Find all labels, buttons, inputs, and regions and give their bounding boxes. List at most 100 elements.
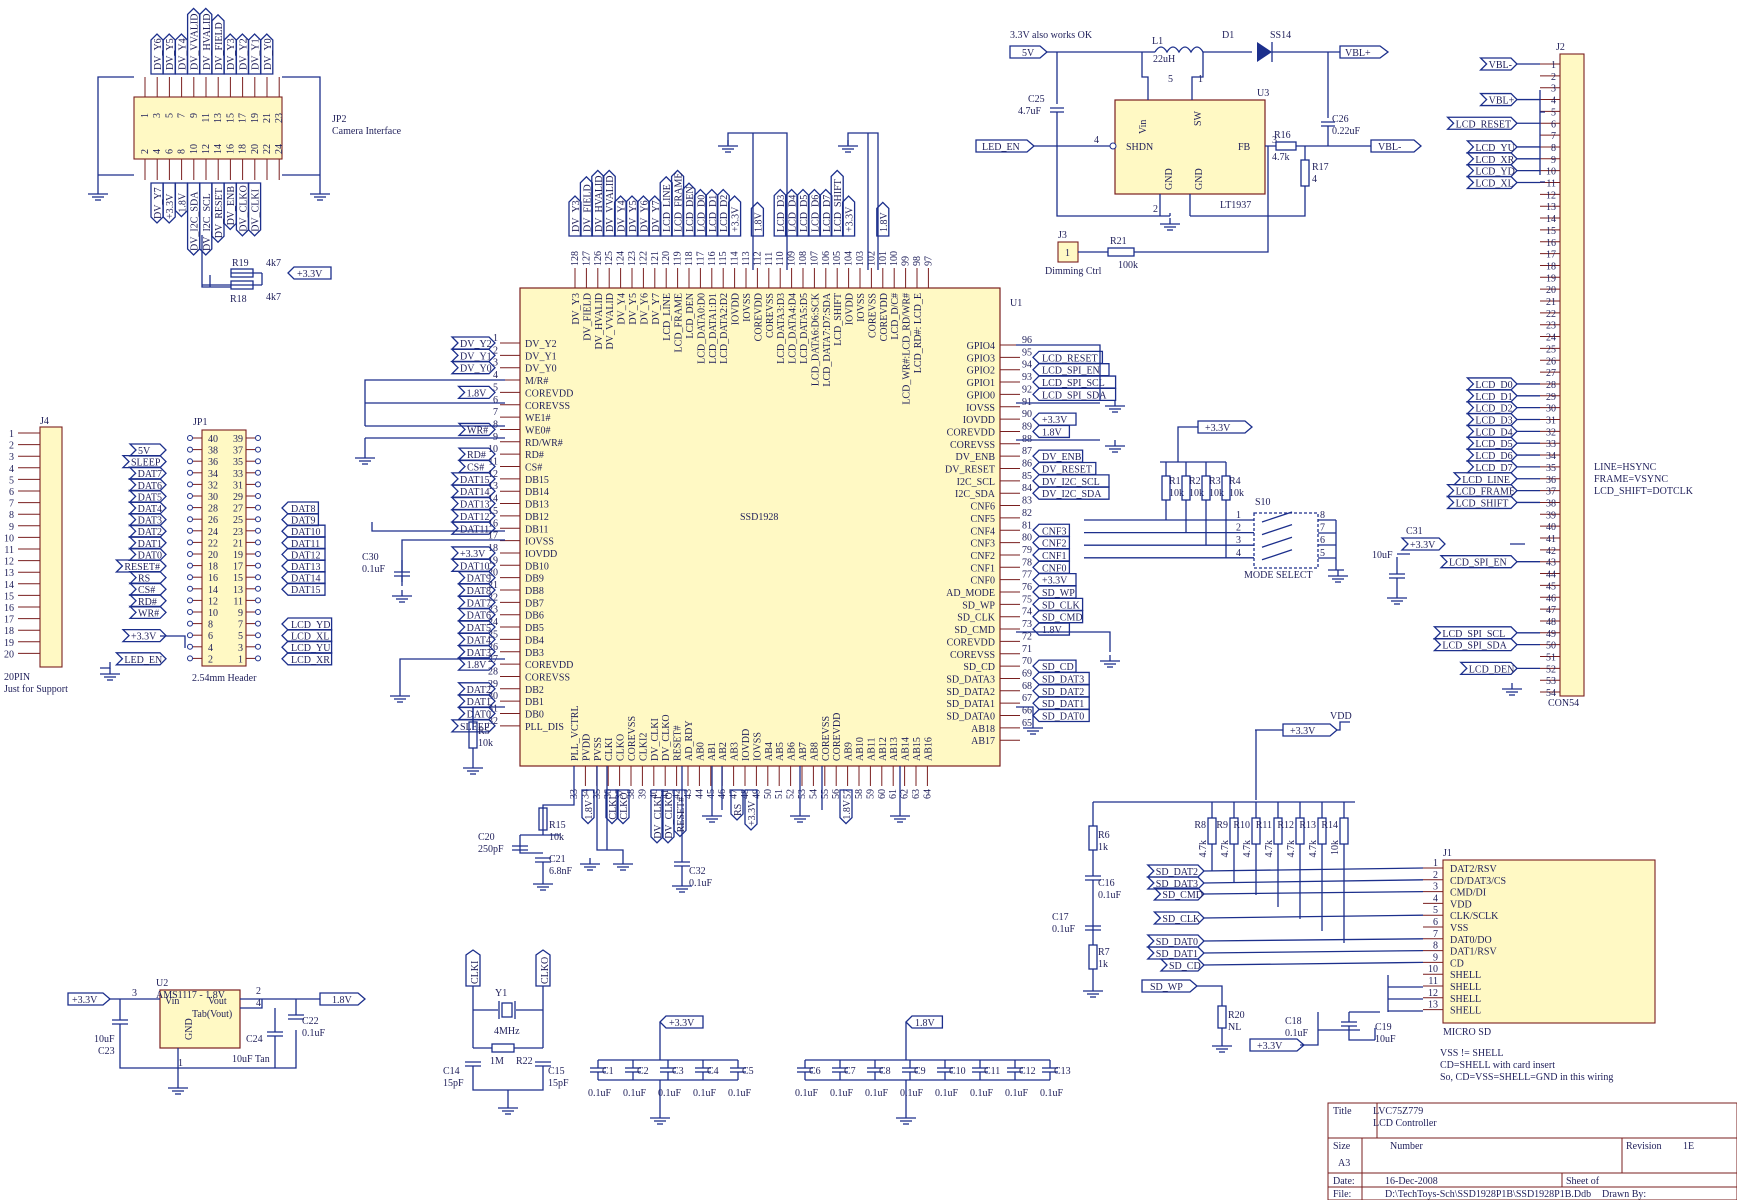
u2-tab: Tab(Vout): [192, 1009, 232, 1020]
u1-right-pin-name: SD_CMD: [954, 625, 995, 636]
jp1-right-pin-dot: [255, 585, 261, 592]
j2-pin-num: 51: [1546, 653, 1556, 664]
jp1-right-net-shape: [281, 536, 326, 550]
u1-right-net-label: CNF2: [1042, 539, 1066, 550]
j2-pin-num: 4: [1551, 96, 1556, 107]
u1-top-net-shape: [784, 188, 799, 237]
u2-gnd: GND: [184, 1018, 195, 1040]
u1-right-pin-name: AB17: [971, 736, 995, 747]
jp1-right-pin-num: 33: [233, 469, 243, 480]
j2-net-label: LCD_D3: [1475, 416, 1512, 427]
u1-left-net-label: DAT12: [460, 512, 489, 523]
u1-top-net-label: DV_FIELD: [582, 184, 593, 232]
jp1-body: [201, 429, 247, 667]
c30-capacitor[interactable]: C30 0.1uF: [362, 552, 410, 586]
jp2-bottom-net-label: DV_CLKI: [251, 189, 262, 232]
sd-net-shape: [1152, 887, 1205, 901]
u1-bottom-net-shape: [673, 789, 687, 838]
u1-left-pin-name: DB0: [525, 710, 544, 721]
u1-bottom-net-shape: [605, 789, 619, 825]
u1-left-net-label: DAT9: [467, 574, 491, 585]
u1-bottom-pin-name: PLL_VCTRL: [570, 705, 581, 761]
decap18-cap-val: 0.1uF: [970, 1088, 994, 1099]
s10-left-pin-num: 3: [1236, 535, 1241, 546]
j4-pin-num: 7: [9, 499, 14, 510]
r5-resistor[interactable]: R5 10k: [468, 707, 493, 762]
jp1-header[interactable]: JP1 2.54mm Header 4038363432302826242220…: [100, 417, 333, 684]
u1-left-pin-num: 7: [493, 407, 498, 418]
decap18-cap-ref: C10: [949, 1066, 966, 1077]
decap33-cap-val: 0.1uF: [728, 1088, 752, 1099]
c19-val: 10uF: [1375, 1034, 1396, 1045]
u1-bottom-pin-num: 42: [672, 789, 683, 799]
jp1-right-pin-num: 15: [233, 573, 243, 584]
u1-right-pin-name: I2C_SCL: [957, 477, 995, 488]
decap18-cap-ref: C8: [879, 1066, 891, 1077]
jp2-top-net-shape: [260, 33, 274, 75]
decap18-net-shape: [905, 1015, 944, 1029]
sd-pin-name: VDD: [1450, 899, 1472, 910]
u1-left-pin-name: IOVDD: [525, 549, 557, 560]
j2-net-label: LCD_D4: [1475, 427, 1512, 438]
u1-right-pin-name: COREVDD: [947, 427, 995, 438]
u1-top-net-shape: [830, 169, 844, 237]
u1-left-net-label: DAT8: [467, 586, 491, 597]
u1-left-net-label: SLEEP: [460, 722, 490, 733]
u1-right-pin-name: DV_RESET: [945, 465, 995, 476]
sd-3v3-flag-2-shape: [1249, 1038, 1305, 1052]
sd-wp-label: SD_WP: [1150, 982, 1183, 993]
j2-pins: 1234567891011121314151617181920212223242…: [1540, 60, 1560, 699]
c17-val: 0.1uF: [1052, 924, 1076, 935]
u2-regulator[interactable]: U2 AMS1117 - 1.8V Vin Vout Tab(Vout) GND…: [67, 978, 366, 1082]
u1-top-net-shape: [613, 195, 628, 237]
u1-bottom-pin-num: 36: [603, 789, 614, 799]
j2-con54-connector[interactable]: J2 CON54 1234567891011121314151617181920…: [1372, 42, 1694, 709]
u1-bottom-pin-name: AB9: [844, 742, 855, 761]
jp1-right-pin-dot: [255, 574, 261, 581]
jp1-left-pin-dot: [187, 469, 193, 476]
micro-sd-socket[interactable]: J1 MICRO SD 1DAT2/RSV2CD/DAT3/CS3CMD/DI4…: [1052, 711, 1656, 1083]
u1-left-net-label: DV_Y0: [460, 364, 492, 375]
u1-right-pin-num: 79: [1022, 545, 1032, 556]
u1-right-pin-name: SD_DATA3: [946, 674, 995, 685]
r21-val: 100k: [1118, 260, 1138, 271]
sd-pin-name: DAT0/DO: [1450, 935, 1492, 946]
jp1-left-pin-dot: [187, 527, 193, 534]
c22-val: 0.1uF: [302, 1028, 326, 1039]
sd-net-label: SD_DAT3: [1156, 879, 1198, 890]
r15-body: [538, 807, 548, 831]
u1-right-net-label: LCD_SPI_EN: [1042, 366, 1100, 377]
jp2-top-pin-num: 11: [201, 113, 212, 123]
backlight-boost-circuit[interactable]: 3.3V also works OK 5V L1 22uH D1 SS14 VB…: [975, 30, 1422, 277]
jp1-left-pin-dot: [187, 539, 193, 546]
j2-net-label: LCD_D2: [1475, 404, 1512, 415]
j4-connector[interactable]: J4 20PIN Just for Support 12345678910111…: [4, 416, 68, 695]
sd-pwr-label: +3.3V: [1290, 726, 1316, 737]
j2-pin-num: 36: [1546, 475, 1556, 486]
pll-filter[interactable]: R15 10k C20 250pF C21 6.8nF C32 0.1uF: [478, 766, 901, 889]
jp1-desc: 2.54mm Header: [192, 673, 257, 684]
jp1-right-pin-num: 19: [233, 550, 243, 561]
jp2-top-net-label: DV_Y1: [251, 38, 262, 70]
jp2-top-pin-num: 3: [152, 113, 163, 118]
u1-ssd1928-chip[interactable]: U1 SSD1928 1DV_Y2DV_Y22DV_Y1DV_Y13DV_Y0D…: [450, 169, 1117, 799]
c14-val: 15pF: [443, 1078, 464, 1089]
u1-left-pin-num: 25: [488, 629, 498, 640]
u1-top-pin-num: 119: [673, 251, 684, 266]
u1-left-pin-num: 5: [493, 382, 498, 393]
u1-bottom-net-label: 1.8V: [842, 799, 853, 820]
sd-note2: CD=SHELL with card insert: [1440, 1060, 1555, 1071]
decoupling-1v8-bank[interactable]: 1.8VC60.1uFC70.1uFC80.1uFC90.1uFC100.1uF…: [795, 1015, 1071, 1112]
crystal-oscillator[interactable]: CLKI CLKO Y1 4MHz 1M R22 C14 15pF C15 15…: [443, 949, 569, 1102]
j2-body: [1559, 53, 1585, 697]
u1-top-net-label: LCD_D4: [788, 195, 799, 232]
u1-bottom-pin-name: AB5: [775, 742, 786, 761]
u1-right-net-label: CNF1: [1042, 551, 1066, 562]
u1-top-pin-name: DV_Y7: [651, 293, 662, 325]
jp1-left-pin-num: 26: [208, 515, 218, 526]
u1-right-net-label: LCD_RESET: [1042, 353, 1098, 364]
